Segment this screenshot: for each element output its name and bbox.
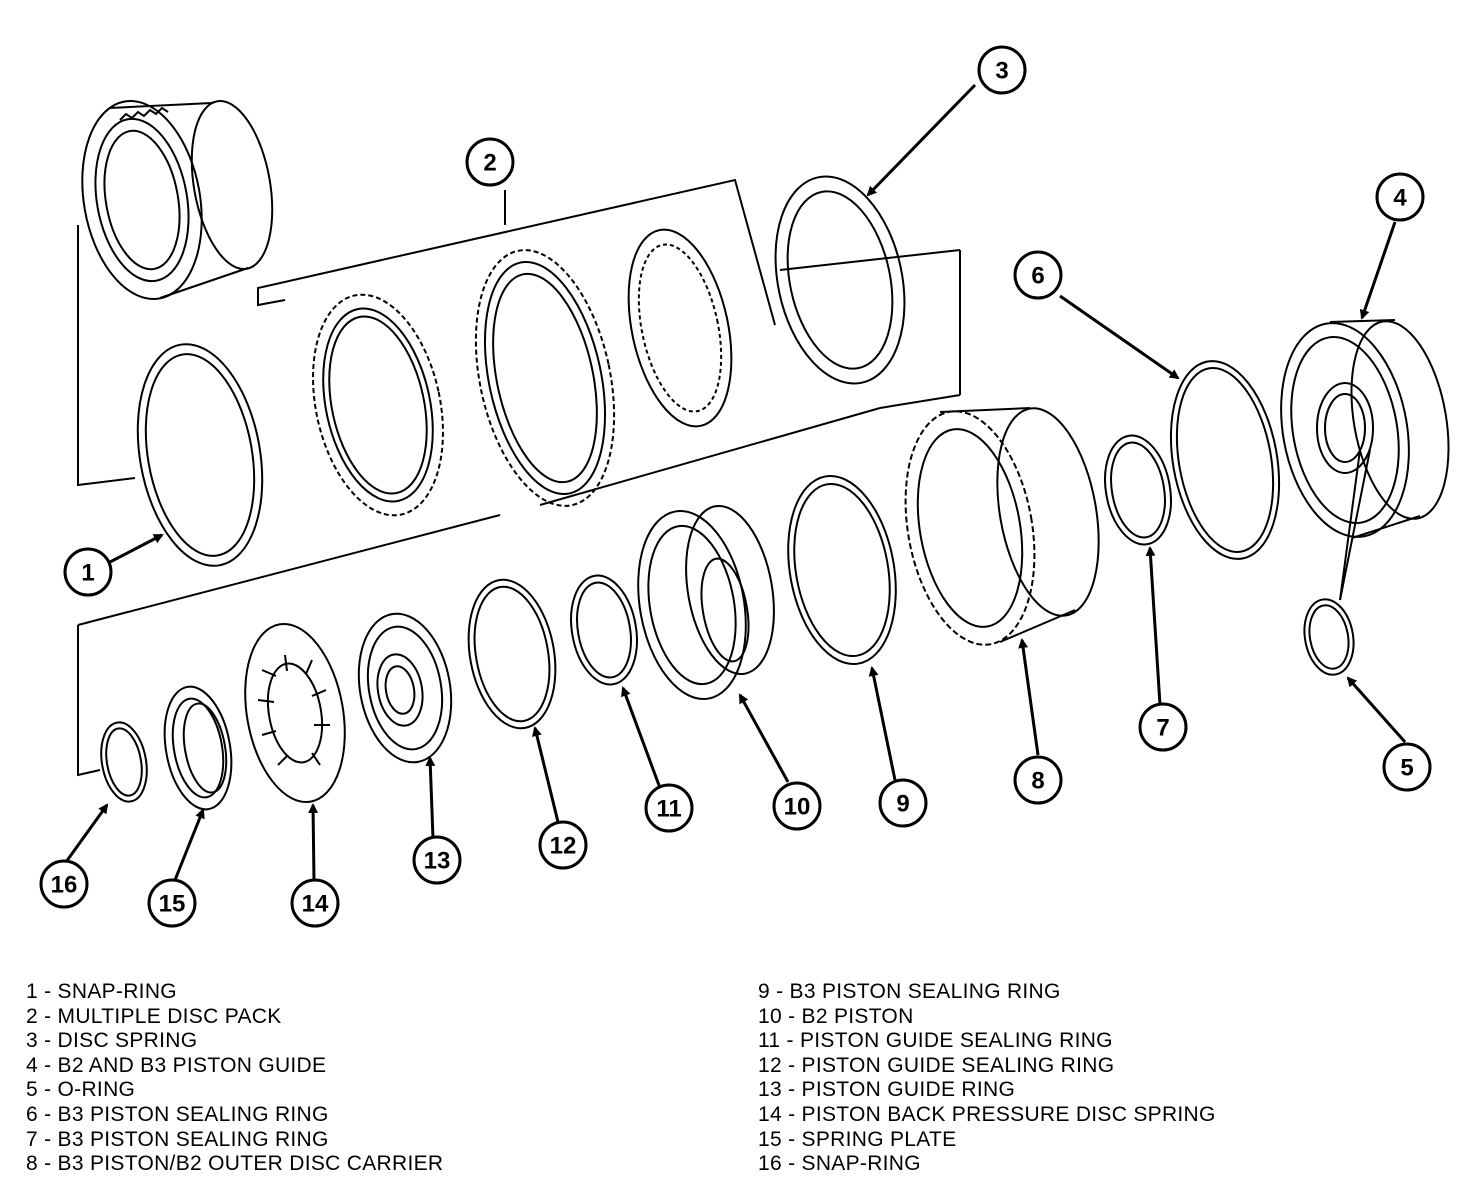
callout-4: 4 xyxy=(1393,185,1407,212)
callout-15: 15 xyxy=(159,891,186,918)
callout-10: 10 xyxy=(784,794,811,821)
legend-item-16: 16 - SNAP-RING xyxy=(758,1152,921,1176)
piston-guide-ring-13 xyxy=(357,612,453,764)
callout-16: 16 xyxy=(51,872,78,899)
b2-b3-piston-guide xyxy=(1280,319,1450,539)
legend-item-8: 8 - B3 PISTON/B2 OUTER DISC CARRIER xyxy=(26,1152,444,1176)
legend-item-7: 7 - B3 PISTON SEALING RING xyxy=(26,1127,329,1151)
legend-item-4: 4 - B2 AND B3 PISTON GUIDE xyxy=(26,1053,327,1077)
b3-piston-sealing-ring-7 xyxy=(1104,434,1172,546)
legend-item-3: 3 - DISC SPRING xyxy=(26,1029,198,1053)
disc-spring-3 xyxy=(774,175,906,385)
callout-12: 12 xyxy=(550,833,577,860)
callout-6: 6 xyxy=(1031,263,1044,290)
callout-11: 11 xyxy=(656,796,681,823)
legend-item-1: 1 - SNAP-RING xyxy=(26,980,177,1003)
legend-right-column: 9 - B3 PISTON SEALING RING 10 - B2 PISTO… xyxy=(758,980,1216,1177)
snap-ring-16 xyxy=(100,721,148,803)
callout-14: 14 xyxy=(302,891,329,918)
b3-piston-b2-outer-disc-carrier xyxy=(904,407,1100,646)
outer-disc-carrier-drum xyxy=(81,100,274,300)
legend-item-9: 9 - B3 PISTON SEALING RING xyxy=(758,980,1061,1003)
snap-ring-1 xyxy=(136,343,264,567)
legend-item-6: 6 - B3 PISTON SEALING RING xyxy=(26,1102,329,1126)
assembly-guide-lines xyxy=(77,225,961,777)
legend-item-15: 15 - SPRING PLATE xyxy=(758,1127,957,1151)
b3-piston-sealing-ring-6 xyxy=(1169,360,1281,560)
callout-8: 8 xyxy=(1031,768,1044,795)
callout-9: 9 xyxy=(896,791,909,818)
legend-item-13: 13 - PISTON GUIDE RING xyxy=(758,1078,1016,1102)
legend-item-12: 12 - PISTON GUIDE SEALING RING xyxy=(758,1053,1115,1077)
callout-1: 1 xyxy=(81,560,94,587)
callout-5: 5 xyxy=(1400,755,1413,782)
callout-2: 2 xyxy=(483,150,496,177)
legend-item-14: 14 - PISTON BACK PRESSURE DISC SPRING xyxy=(758,1102,1216,1126)
legend-item-11: 11 - PISTON GUIDE SEALING RING xyxy=(758,1029,1113,1053)
disc-pack-plate-1 xyxy=(312,293,444,517)
o-ring-5 xyxy=(1303,449,1371,676)
disc-pack-bracket xyxy=(257,178,776,326)
piston-guide-sealing-ring-12 xyxy=(467,578,557,730)
callout-3: 3 xyxy=(995,58,1008,85)
callout-13: 13 xyxy=(424,848,451,875)
callout-circles xyxy=(39,45,1432,928)
exploded-view-diagram: 1 2 3 4 5 6 7 8 9 10 11 12 13 14 15 16 xyxy=(39,45,1450,928)
legend-item-10: 10 - B2 PISTON xyxy=(758,1004,914,1028)
b2-piston xyxy=(637,504,775,700)
leader-arrows xyxy=(64,83,1407,881)
legend-item-2: 2 - MULTIPLE DISC PACK xyxy=(26,1004,282,1028)
piston-back-pressure-disc-spring-14 xyxy=(244,622,346,804)
legend-left-column: 1 - SNAP-RING 2 - MULTIPLE DISC PACK 3 -… xyxy=(26,980,443,1177)
callout-7: 7 xyxy=(1156,715,1169,742)
spring-plate-15 xyxy=(163,685,233,811)
piston-guide-sealing-ring-11 xyxy=(570,574,638,686)
disc-pack-plate-2 xyxy=(474,249,616,507)
legend-item-5: 5 - O-RING xyxy=(26,1078,136,1102)
disc-pack-plate-3 xyxy=(627,228,733,428)
b3-piston-sealing-ring-9 xyxy=(787,475,897,665)
